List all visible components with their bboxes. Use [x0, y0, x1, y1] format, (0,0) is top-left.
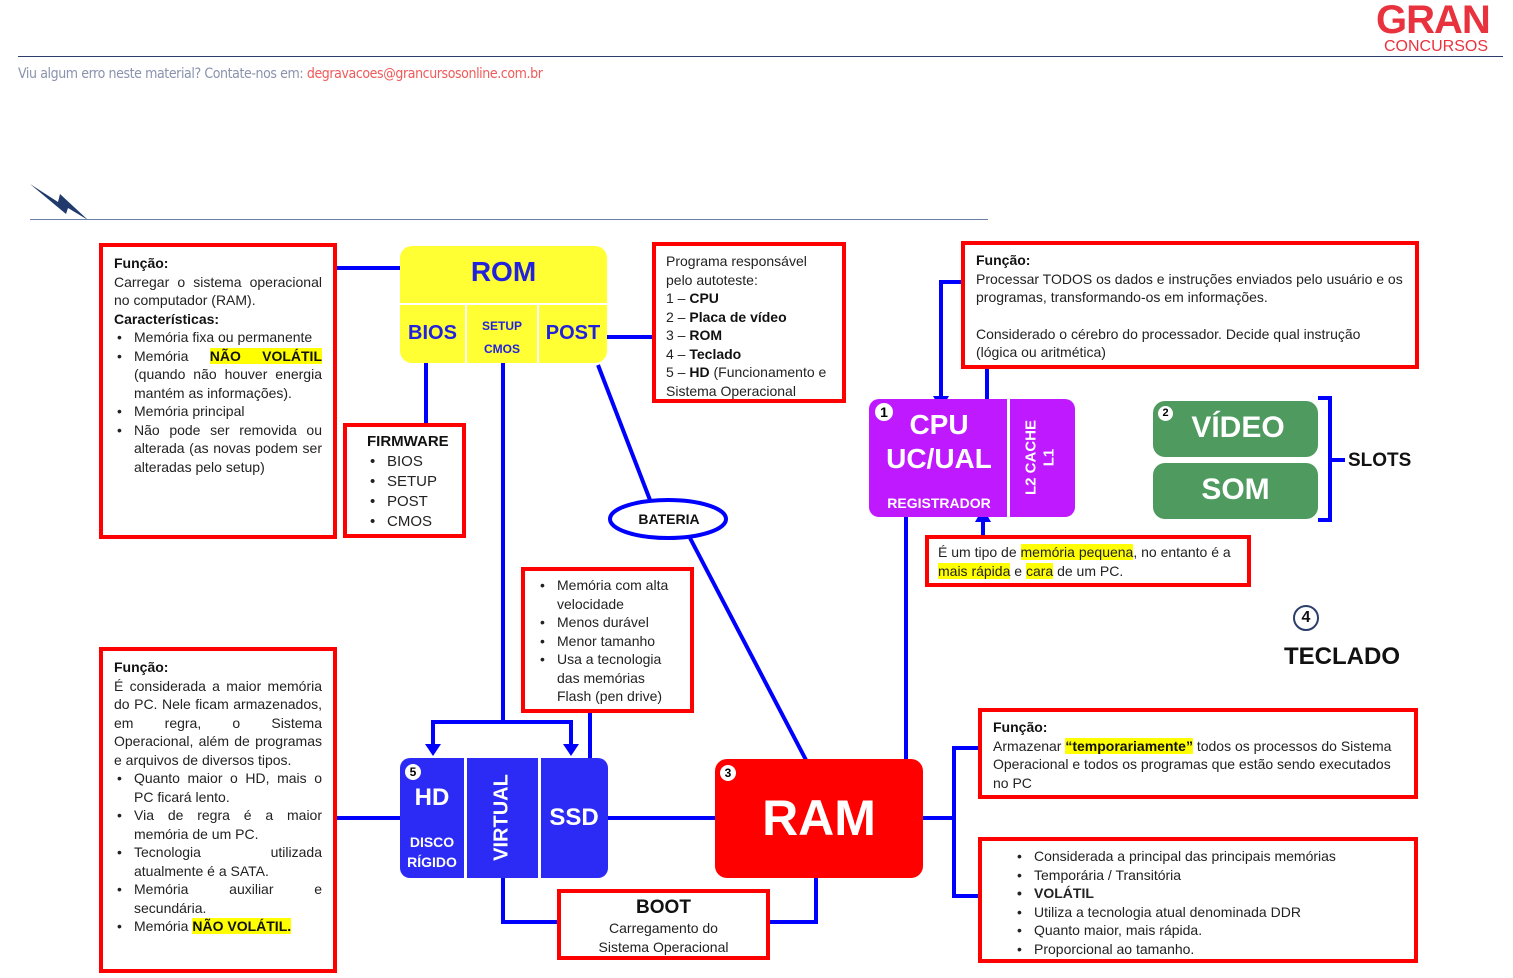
list-item: Menos durável: [540, 613, 682, 632]
rom-function-title: Função:: [114, 255, 169, 271]
list-item: Memória auxiliar e secundária.: [117, 880, 322, 917]
logo-concursos: CONCURSOS: [1384, 38, 1489, 55]
list-item: SETUP: [370, 472, 462, 492]
sound-slot: SOM: [1153, 463, 1318, 519]
keyboard-label: TECLADO: [1284, 643, 1400, 670]
contact-email-link[interactable]: degravacoes@grancursosonline.com.br: [306, 66, 543, 82]
cpu-cache-l1: L1: [1040, 448, 1058, 467]
hd-function-box: Função: É considerada a maior memória do…: [99, 647, 337, 973]
rom-characteristics-title: Características:: [114, 310, 220, 327]
list-item: Quanto maior o HD, mais o PC ficará lent…: [117, 769, 322, 806]
ram-function-box: Função: Armazenar “temporariamente” todo…: [978, 708, 1418, 799]
ssd-info-box: Memória com alta velocidade Menos duráve…: [521, 567, 694, 713]
hd-function-text: É considerada a maior memória do PC. Nel…: [114, 677, 322, 768]
lightning-bolt-icon: [30, 184, 88, 220]
ram-block: 3 RAM: [715, 759, 923, 878]
disco-label: DISCO: [409, 834, 455, 850]
rom-title: ROM: [470, 256, 537, 287]
cpu-function-text-2: Considerado o cérebro do processador. De…: [976, 325, 1361, 361]
list-item: Tecnologia utilizada atualmente é a SATA…: [117, 843, 322, 880]
rom-block: ROM BIOS SETUP CMOS POST: [400, 246, 607, 363]
error-report-note: Viu algum erro neste material? Contate-n…: [18, 66, 543, 82]
list-item: 5 – HD (Funcionamento e Sistema Operacio…: [666, 364, 827, 399]
storage-block: 5 HD DISCO RÍGIDO VIRTUAL SSD: [400, 758, 608, 878]
list-item: Temporária / Transitória: [1017, 866, 1404, 885]
ssd-label: SSD: [549, 804, 599, 831]
hd-label: HD: [414, 784, 450, 811]
hd-function-title: Função:: [114, 659, 169, 675]
rom-function-text: Carregar o sistema operacional no comput…: [114, 273, 322, 309]
ram-characteristics-box: Considerada a principal das principais m…: [978, 837, 1418, 963]
register-info-box: É um tipo de memória pequena, no entanto…: [925, 535, 1251, 587]
list-item: Menor tamanho: [540, 632, 682, 651]
storage-number-badge: 5: [405, 764, 421, 780]
list-item: 3 – ROM: [666, 327, 723, 343]
list-item: Usa a tecnologia das memórias Flash (pen…: [540, 650, 682, 706]
list-item: Memória NÃO VOLÁTIL.: [117, 917, 322, 936]
rigido-label: RÍGIDO: [407, 854, 457, 870]
list-item: Memória NÃO VOLÁTIL (quando não houver e…: [117, 347, 322, 403]
list-item: Via de regra é a maior memória de um PC.: [117, 806, 322, 843]
ram-number-badge: 3: [720, 765, 736, 781]
video-label: VÍDEO: [1191, 411, 1285, 444]
boot-line-1: Carregamento do: [609, 920, 718, 936]
ram-title: RAM: [762, 790, 876, 846]
firmware-title: FIRMWARE: [367, 433, 449, 450]
list-item: Proporcional ao tamanho.: [1017, 940, 1404, 959]
cpu-registrador: REGISTRADOR: [887, 495, 991, 511]
slots-number-badge: 2: [1158, 406, 1173, 421]
list-item: VOLÁTIL: [1017, 884, 1404, 903]
virtual-label: VIRTUAL: [490, 774, 513, 861]
firmware-box: FIRMWARE BIOS SETUP POST CMOS: [343, 423, 466, 538]
keyboard-number-badge: 4: [1293, 605, 1319, 631]
battery-label: BATERIA: [638, 511, 700, 527]
cpu-title: CPU: [909, 409, 969, 440]
sound-label: SOM: [1201, 473, 1270, 506]
cpu-function-box: Função: Processar TODOS os dados e instr…: [961, 241, 1419, 369]
note-text: Viu algum erro neste material? Contate-n…: [18, 66, 307, 82]
list-item: Memória principal: [117, 402, 322, 421]
boot-box: BOOT Carregamento do Sistema Operacional: [557, 889, 770, 960]
post-box: Programa responsável pelo autoteste: 1 –…: [652, 242, 846, 403]
list-item: Quanto maior, mais rápida.: [1017, 921, 1404, 940]
list-item: Memória com alta velocidade: [540, 576, 682, 613]
boot-title: BOOT: [636, 897, 691, 918]
cpu-number-badge: 1: [875, 403, 893, 421]
list-item: BIOS: [370, 452, 462, 472]
post-label: POST: [545, 322, 601, 344]
setup-label: SETUP: [481, 319, 522, 333]
section-divider: [30, 219, 988, 220]
logo-gran: GRAN: [1376, 0, 1491, 42]
cpu-ucual: UC/UAL: [886, 443, 992, 474]
list-item: Utiliza a tecnologia atual denominada DD…: [1017, 903, 1404, 922]
video-slot: 2 VÍDEO: [1153, 401, 1318, 457]
cpu-block: 1 CPU UC/UAL REGISTRADOR L2 CACHE L1: [869, 399, 1075, 517]
post-intro: Programa responsável pelo autoteste:: [666, 253, 807, 288]
boot-line-2: Sistema Operacional: [598, 938, 729, 955]
ram-function-title: Função:: [993, 719, 1048, 735]
slots-label: SLOTS: [1348, 450, 1412, 471]
cpu-cache-l2: L2 CACHE: [1022, 420, 1040, 496]
bios-label: BIOS: [408, 322, 457, 344]
list-item: Não pode ser removida ou alterada (as no…: [117, 421, 322, 477]
list-item: 2 – Placa de vídeo: [666, 308, 787, 325]
list-item: Considerada a principal das principais m…: [1017, 847, 1404, 866]
list-item: CMOS: [370, 512, 462, 532]
list-item: Memória fixa ou permanente: [117, 328, 322, 347]
list-item: 1 – CPU: [666, 290, 719, 306]
list-item: POST: [370, 492, 462, 512]
ram-function-text: Armazenar “temporariamente” todos os pro…: [993, 737, 1392, 791]
cmos-label: CMOS: [484, 342, 520, 356]
cpu-function-text-1: Processar TODOS os dados e instruções en…: [976, 270, 1403, 306]
cpu-function-title: Função:: [976, 252, 1031, 268]
rom-function-box: Função: Carregar o sistema operacional n…: [99, 243, 337, 539]
header-divider: [18, 56, 1503, 57]
list-item: 4 – Teclado: [666, 345, 742, 362]
